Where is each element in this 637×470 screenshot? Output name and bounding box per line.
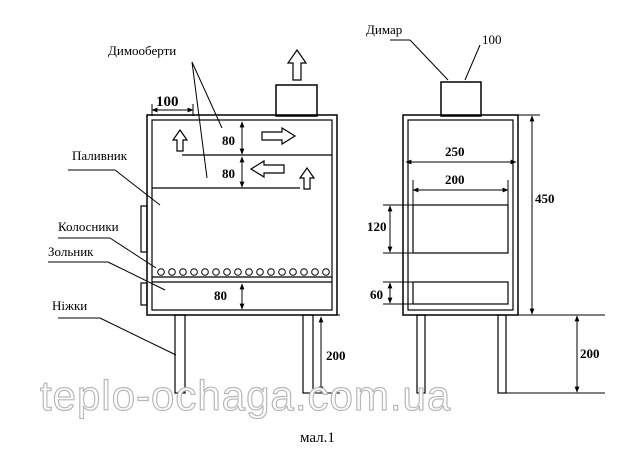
firebox-door-hinge (140, 205, 148, 253)
label-legs: Ніжки (52, 298, 87, 313)
dim-ash-door-height: 60 (370, 287, 383, 302)
front-leg-right (302, 314, 314, 394)
ash-door-hinge (140, 282, 148, 306)
ash-door (412, 281, 509, 305)
up-arrow-icon-left (171, 128, 189, 152)
dim-turn-top: 80 (222, 133, 235, 148)
fire-door (412, 204, 509, 254)
up-arrow-icon-right (298, 166, 316, 190)
leader-lines (48, 39, 481, 356)
label-ash-pit: Зольник (48, 244, 94, 259)
front-dimensions (151, 104, 340, 394)
side-dimensions (383, 114, 605, 394)
label-smoke-turns: Димооберти (108, 43, 176, 58)
label-grates: Колосники (58, 219, 119, 234)
chimney-up-arrow-icon (286, 48, 308, 81)
dim-leg-height-side: 200 (580, 346, 600, 361)
dim-leg-height-front: 200 (326, 348, 346, 363)
front-view (140, 84, 338, 394)
label-chimney: Димар (366, 22, 402, 37)
label-firebox: Паливник (72, 148, 128, 163)
side-leg-left (416, 314, 426, 394)
flow-arrows (171, 48, 316, 190)
side-leg-right (497, 314, 507, 394)
dim-ash-pit-height: 80 (214, 288, 227, 303)
dim-door-width: 200 (445, 172, 465, 187)
front-chimney (275, 84, 318, 117)
figure-caption: мал.1 (300, 430, 335, 446)
dim-outer-width: 250 (445, 144, 465, 159)
left-arrow-icon (249, 159, 285, 179)
side-chimney (440, 81, 482, 117)
dim-body-height: 450 (535, 191, 555, 206)
front-body-inner (151, 119, 333, 311)
dim-turn-bottom: 80 (222, 166, 235, 181)
dim-door-height: 120 (367, 219, 387, 234)
dim-front-offset: 100 (156, 94, 179, 110)
dim-chimney-width: 100 (482, 32, 502, 47)
side-view (402, 81, 519, 394)
watermark: teplo-ochaga.com.ua (40, 372, 451, 419)
right-arrow-icon (261, 126, 297, 146)
grates (157, 268, 330, 276)
side-body-outer (402, 114, 519, 316)
side-body-inner (407, 119, 514, 311)
